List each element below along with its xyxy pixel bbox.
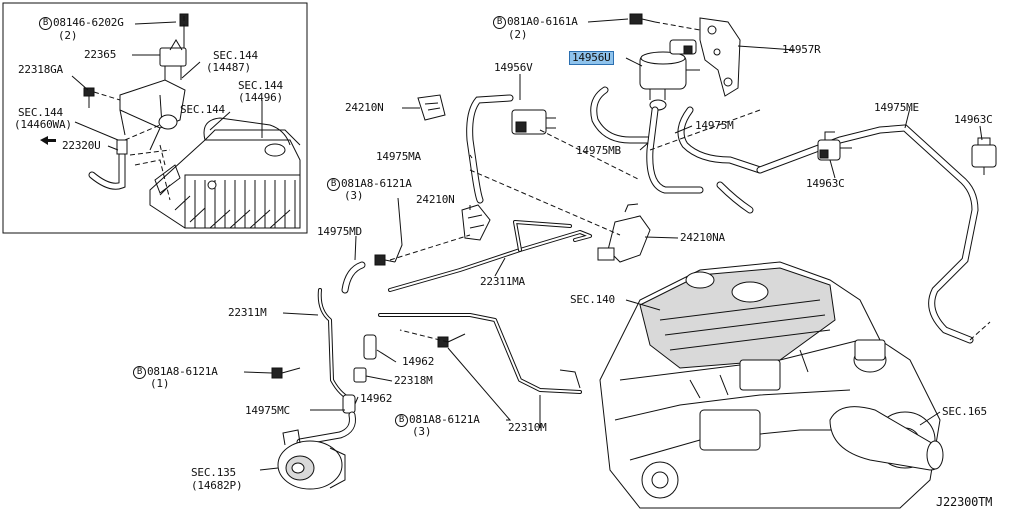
part-number: 081A8-6121A — [147, 365, 218, 378]
circled-b-icon: B — [39, 17, 52, 30]
part-number: 081A8-6121A — [409, 413, 480, 426]
label-22310m: 22310M — [508, 421, 547, 434]
label-22318m: 22318M — [394, 374, 433, 387]
label-22311m: 22311M — [228, 306, 267, 319]
label-22320u: 22320U — [62, 139, 101, 152]
engine-block — [599, 261, 941, 509]
label-sec144-14487: SEC.144 — [213, 49, 258, 62]
label-08146-qty: (2) — [58, 29, 78, 42]
label-081a8-top-qty: (3) — [344, 189, 364, 202]
vacuum-pump-sec135 — [277, 429, 346, 490]
turbocharger-sec165 — [829, 339, 944, 471]
label-14975mb: 14975MB — [576, 144, 621, 157]
label-081a8-left-qty: (1) — [150, 377, 170, 390]
arrow-icon — [40, 136, 56, 145]
circled-b-icon: B — [395, 414, 408, 427]
label-14496: (14496) — [238, 91, 283, 104]
label-sec144: SEC.144 — [180, 103, 225, 116]
bracket-14957r — [699, 17, 741, 97]
hose-22320u — [88, 139, 128, 190]
label-081a0-qty: (2) — [508, 28, 528, 41]
label-24210na: 24210NA — [680, 231, 725, 244]
clip-24210n-top — [417, 94, 446, 121]
label-14956v: 14956V — [494, 61, 533, 74]
solenoid-valve-14956u — [639, 39, 700, 111]
connector-14963c-mid — [817, 131, 852, 161]
bolt-22318ga — [83, 87, 121, 108]
label-sec135: SEC.135 — [191, 466, 236, 479]
clip-24210n-mid — [461, 204, 491, 241]
label-22311ma: 22311MA — [480, 275, 525, 288]
label-sec144-14460wa: SEC.144 — [18, 106, 63, 119]
label-14956u-highlighted[interactable]: 14956U — [569, 51, 614, 65]
sensor-22365 — [119, 13, 189, 151]
label-14963c-mid: 14963C — [806, 177, 845, 190]
connector-14963c-right — [971, 137, 997, 175]
part-number: 08146-6202G — [53, 16, 124, 29]
circled-b-icon: B — [327, 178, 340, 191]
fittings-14962 — [342, 334, 377, 414]
label-14957r: 14957R — [782, 43, 821, 56]
label-22365: 22365 — [84, 48, 117, 61]
label-14460wa: (14460WA) — [14, 118, 72, 131]
label-24210n-top: 24210N — [345, 101, 384, 114]
label-14975ma: 14975MA — [376, 150, 421, 163]
label-14962-b: 14962 — [360, 392, 393, 405]
label-sec165: SEC.165 — [942, 405, 987, 418]
clip-24210na — [597, 203, 651, 263]
circled-b-icon: B — [133, 366, 146, 379]
tube-22311m — [317, 288, 354, 402]
label-14682p: (14682P) — [191, 479, 243, 492]
diagram-id: J22300TM — [936, 495, 993, 509]
label-14975m: 14975M — [695, 119, 734, 132]
valve-14956v — [511, 109, 556, 135]
label-14975mc: 14975MC — [245, 404, 290, 417]
label-081a8-bottom-qty: (3) — [412, 425, 432, 438]
label-sec140: SEC.140 — [570, 293, 615, 306]
label-14962-a: 14962 — [402, 355, 435, 368]
label-22318ga: 22318GA — [18, 63, 63, 76]
label-24210n-mid: 24210N — [416, 193, 455, 206]
label-14487: (14487) — [206, 61, 251, 74]
label-14975me: 14975ME — [874, 101, 919, 114]
label-sec144-14496: SEC.144 — [238, 79, 283, 92]
air-cleaner-box — [149, 117, 301, 229]
bolt-081a0 — [629, 13, 701, 31]
label-14963c-right: 14963C — [954, 113, 993, 126]
circled-b-icon: B — [493, 16, 506, 29]
part-number: 081A8-6121A — [341, 177, 412, 190]
part-number: 081A0-6161A — [507, 15, 578, 28]
inset-frame — [2, 2, 308, 234]
label-14975md: 14975MD — [317, 225, 362, 238]
